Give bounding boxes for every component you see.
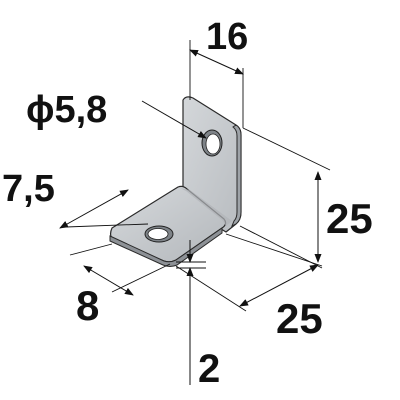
dimension-height: 25 (239, 127, 373, 269)
hole-vertical-leg (201, 129, 223, 157)
dimension-thickness: 2 (176, 240, 220, 391)
hole-base-leg (144, 225, 174, 243)
bracket-body (109, 96, 242, 267)
hole-diameter-label: ϕ5,8 (26, 89, 107, 131)
base-length-label: 25 (276, 295, 323, 342)
width-top-label: 16 (206, 16, 248, 58)
dimension-hole-offset: 7,5 (2, 168, 149, 229)
dimension-base-width: 8 (69, 243, 171, 329)
dimension-base-length: 25 (175, 233, 323, 342)
bend-shading (180, 188, 232, 226)
height-label: 25 (326, 195, 373, 242)
dimension-width-top: 16 (189, 16, 248, 128)
base-width-label: 8 (76, 282, 99, 329)
vertical-leg-edge (231, 124, 242, 228)
hole-offset-label: 7,5 (2, 168, 55, 210)
dimension-hole-diameter: ϕ5,8 (26, 89, 207, 139)
thickness-label: 2 (198, 347, 220, 391)
